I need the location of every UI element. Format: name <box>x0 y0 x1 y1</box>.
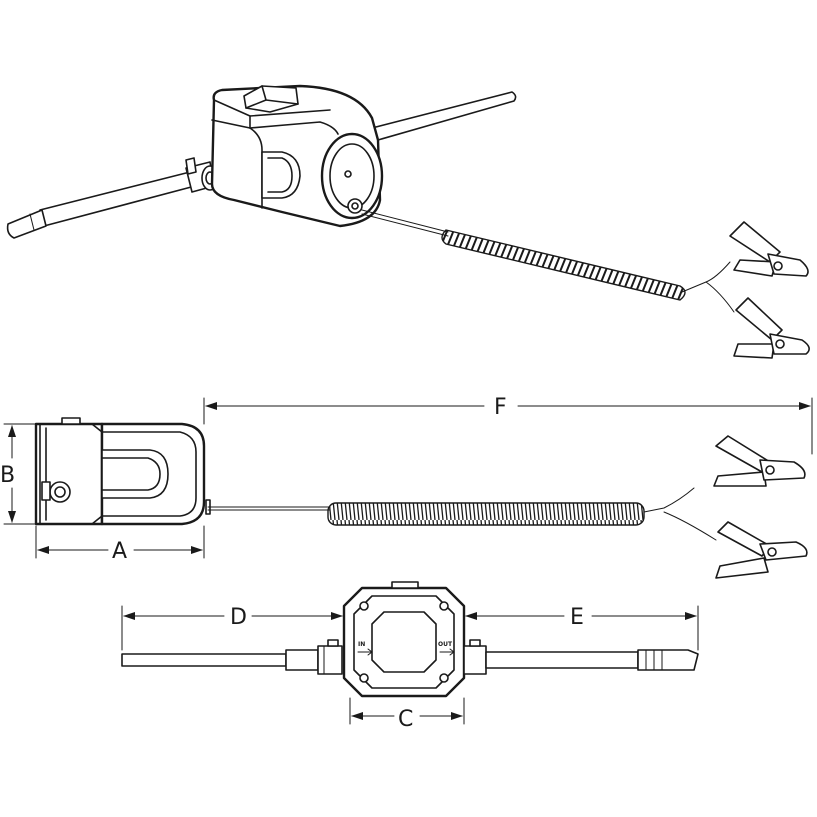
battery-clip-lower-iso <box>733 297 810 359</box>
outlet-hose-top <box>463 639 699 675</box>
pump-body-iso <box>210 84 384 228</box>
coiled-cord-side <box>207 487 717 541</box>
isometric-view <box>6 84 810 359</box>
pump-body-side <box>34 417 211 526</box>
pump-body-top: IN OUT <box>342 581 466 698</box>
dimension-d-label: D <box>230 605 247 630</box>
inlet-hose-iso <box>6 157 219 239</box>
dimension-lines: F B A D E C <box>0 395 813 732</box>
outlet-hose-iso <box>371 91 517 141</box>
inlet-hose-top <box>121 639 343 675</box>
dimension-a-label: A <box>112 539 127 564</box>
dimension-c-label: C <box>398 707 413 732</box>
battery-clip-upper-side <box>713 435 806 487</box>
outlet-port-label: OUT <box>438 641 453 648</box>
top-view: IN OUT <box>121 581 699 698</box>
dimension-e-label: E <box>570 605 584 630</box>
side-view <box>34 417 808 579</box>
inlet-port-label: IN <box>358 641 365 648</box>
coiled-cord-iso <box>361 209 735 313</box>
battery-clip-lower-side <box>715 521 808 579</box>
dimension-f-label: F <box>494 395 507 420</box>
battery-clip-upper-iso <box>729 221 809 277</box>
dimension-b-label: B <box>0 463 15 488</box>
